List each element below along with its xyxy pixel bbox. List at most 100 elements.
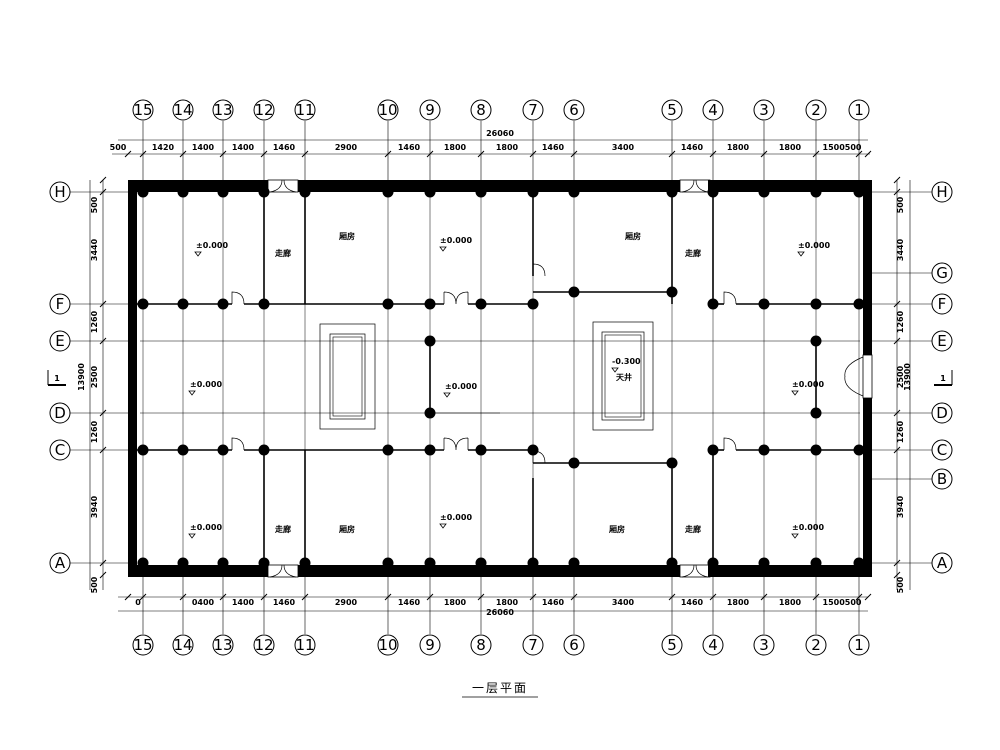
- elevation-label: ±0.000: [792, 380, 824, 389]
- door-opening: [862, 354, 873, 399]
- door-swing: [269, 564, 297, 578]
- structural-column: [853, 298, 865, 310]
- wall-exterior: [708, 180, 872, 192]
- dim-bottom-3: 1460: [273, 598, 296, 607]
- door-swing: [231, 291, 245, 305]
- elevation-label: ±0.000: [190, 380, 222, 389]
- axis-bubble-top-1: 1: [854, 101, 864, 119]
- dim-top-12: 1800: [727, 143, 750, 152]
- structural-column: [666, 186, 678, 198]
- axis-bubble-top-6: 6: [569, 101, 579, 119]
- dim-right-6: 500: [896, 576, 905, 593]
- axis-bubble-bottom-3: 3: [759, 636, 769, 654]
- wall-exterior: [863, 180, 872, 355]
- row-bubbles-right: H G F E D C B A: [931, 181, 953, 574]
- dim-left-5: 3940: [90, 495, 99, 518]
- dimensions-right: 13900 500 3440 1260 2500 1260 3940 500: [896, 196, 912, 593]
- dim-top-13: 1800: [779, 143, 802, 152]
- axis-bubble-left-E: E: [55, 332, 64, 350]
- structural-column: [382, 186, 394, 198]
- axis-bubble-bottom-10: 10: [378, 636, 397, 654]
- structural-column: [137, 557, 149, 569]
- structural-column: [382, 557, 394, 569]
- door-swing: [231, 437, 245, 451]
- structural-column: [382, 298, 394, 310]
- structural-column: [177, 298, 189, 310]
- axis-bubble-bottom-4: 4: [708, 636, 718, 654]
- axis-bubble-bottom-7: 7: [528, 636, 538, 654]
- structural-column: [527, 186, 539, 198]
- wall-exterior: [128, 180, 268, 192]
- dimensions-bottom: 26060 0 0400 1400 1460 2900 1460 1800 18…: [135, 598, 862, 617]
- axis-bubble-right-A: A: [937, 554, 948, 572]
- axis-bubble-bottom-6: 6: [569, 636, 579, 654]
- dim-tick: [99, 446, 107, 454]
- structural-column: [475, 557, 487, 569]
- structural-column: [424, 407, 436, 419]
- structural-column: [758, 298, 770, 310]
- dim-tick: [668, 150, 676, 158]
- wall-exterior: [298, 180, 680, 192]
- dim-top-1: 1420: [152, 143, 175, 152]
- elevation-label: ±0.000: [190, 523, 222, 532]
- axis-bubble-top-12: 12: [254, 101, 273, 119]
- structural-column: [299, 186, 311, 198]
- dim-bottom-end: 1500500: [823, 598, 862, 607]
- axis-bubble-top-4: 4: [708, 101, 718, 119]
- dim-tick: [426, 150, 434, 158]
- structural-column: [424, 444, 436, 456]
- dim-tick: [760, 150, 768, 158]
- structural-column: [258, 298, 270, 310]
- structural-column: [810, 444, 822, 456]
- dim-tick: [812, 150, 820, 158]
- room-label: 厢房: [609, 524, 625, 534]
- dim-tick: [99, 409, 107, 417]
- axis-bubble-left-F: F: [56, 295, 65, 313]
- wall-exterior: [863, 398, 872, 577]
- structural-column: [137, 186, 149, 198]
- dim-bottom-12: 1800: [779, 598, 802, 607]
- axis-bubble-right-H: H: [936, 183, 947, 201]
- dim-tick: [260, 150, 268, 158]
- room-label: 走廊: [274, 524, 291, 534]
- dim-tick: [179, 593, 187, 601]
- structural-column: [853, 444, 865, 456]
- axis-bubble-bottom-15: 15: [133, 636, 152, 654]
- structural-column: [707, 186, 719, 198]
- structural-column: [707, 557, 719, 569]
- axis-bubble-right-G: G: [936, 264, 948, 282]
- dim-tick: [893, 446, 901, 454]
- axis-bubble-left-A: A: [55, 554, 66, 572]
- elevation-label: -0.300: [612, 357, 641, 366]
- axis-bubble-top-7: 7: [528, 101, 538, 119]
- room-label: 走廊: [274, 248, 291, 258]
- axis-bubble-top-14: 14: [173, 101, 192, 119]
- axis-bubble-top-10: 10: [378, 101, 397, 119]
- structural-column: [707, 444, 719, 456]
- structural-column: [810, 335, 822, 347]
- section-mark-right-label: 1: [940, 374, 946, 383]
- dim-top-3: 1400: [232, 143, 255, 152]
- dim-tick: [260, 593, 268, 601]
- structural-column: [568, 186, 580, 198]
- axis-bubble-bottom-2: 2: [811, 636, 821, 654]
- dim-bottom-5: 1460: [398, 598, 421, 607]
- axis-bubble-left-H: H: [54, 183, 65, 201]
- structural-column: [475, 298, 487, 310]
- structural-column: [424, 335, 436, 347]
- dim-tick: [384, 593, 392, 601]
- structural-column: [424, 186, 436, 198]
- dim-right-0: 500: [896, 196, 905, 213]
- dim-tick: [893, 559, 901, 567]
- dim-top-9: 1460: [542, 143, 565, 152]
- dim-tick: [99, 571, 107, 579]
- elevation-label: ±0.000: [792, 523, 824, 532]
- structural-column: [217, 444, 229, 456]
- axis-bubble-top-5: 5: [667, 101, 677, 119]
- dim-top-end: 1500500: [823, 143, 862, 152]
- axis-bubble-bottom-8: 8: [476, 636, 486, 654]
- dim-bottom-0: 0: [135, 598, 141, 607]
- dim-tick: [301, 593, 309, 601]
- axis-bubble-top-3: 3: [759, 101, 769, 119]
